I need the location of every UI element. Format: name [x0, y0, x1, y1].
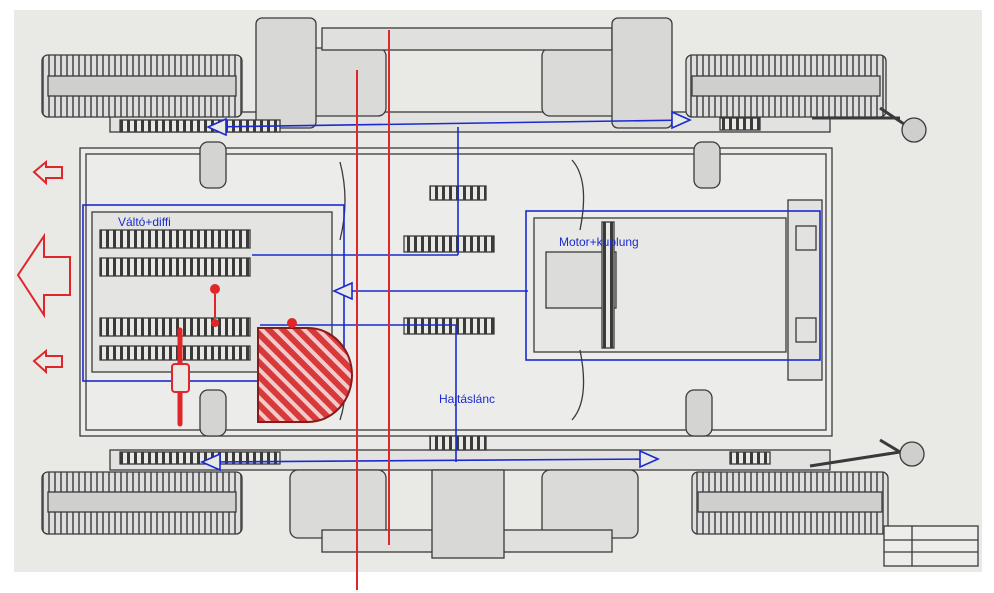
arrow-head-icon — [639, 449, 660, 469]
motor-label: Motor+kuplung — [559, 235, 639, 249]
direction-arrow-small-top — [32, 159, 63, 186]
motor-outline — [525, 210, 821, 361]
direction-arrow-small-bottom — [32, 348, 63, 375]
drive-line-top — [209, 119, 689, 128]
drive-line-bottom — [203, 458, 657, 463]
arrow-head-icon — [206, 117, 227, 137]
arrow-head-icon — [200, 452, 221, 472]
red-annotations — [16, 30, 390, 590]
pivot-dot — [210, 284, 220, 294]
hatched-component — [257, 327, 353, 423]
arrow-head-icon — [671, 110, 692, 130]
chain-label: Hajtáslánc — [439, 392, 495, 406]
gearbox-label: Váltó+diffi — [118, 215, 171, 229]
direction-arrow-large — [16, 232, 71, 319]
pivot-dot — [211, 319, 219, 327]
blue-annotations — [82, 110, 821, 472]
arrow-head-icon — [332, 281, 353, 301]
